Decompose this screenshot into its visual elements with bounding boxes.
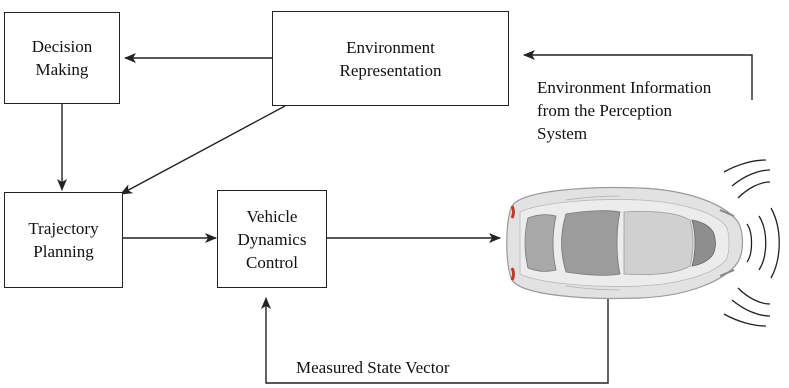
trajectory-planning-label: Trajectory Planning (28, 219, 99, 261)
vehicle-dynamics-control-label: Vehicle Dynamics Control (237, 206, 307, 272)
trajectory-planning-box: Trajectory Planning (4, 192, 123, 288)
measured-state-vector-label: Measured State Vector (296, 358, 450, 377)
arrow-perception-to-env (523, 50, 753, 100)
vehicle-dynamics-control-box: Vehicle Dynamics Control (217, 190, 327, 288)
environment-representation-box: Environment Representation (272, 11, 509, 106)
car-top-view-icon (506, 186, 744, 300)
decision-making-label: Decision Making (31, 37, 93, 79)
arrow-feedback-state-vector (261, 285, 609, 384)
environment-information-label: Environment Information from the Percept… (537, 78, 712, 143)
decision-making-box: Decision Making (4, 12, 120, 104)
environment-representation-label: Environment Representation (339, 37, 442, 80)
sensor-waves-icon (723, 159, 780, 327)
arrow-env-to-trajectory (120, 105, 286, 195)
